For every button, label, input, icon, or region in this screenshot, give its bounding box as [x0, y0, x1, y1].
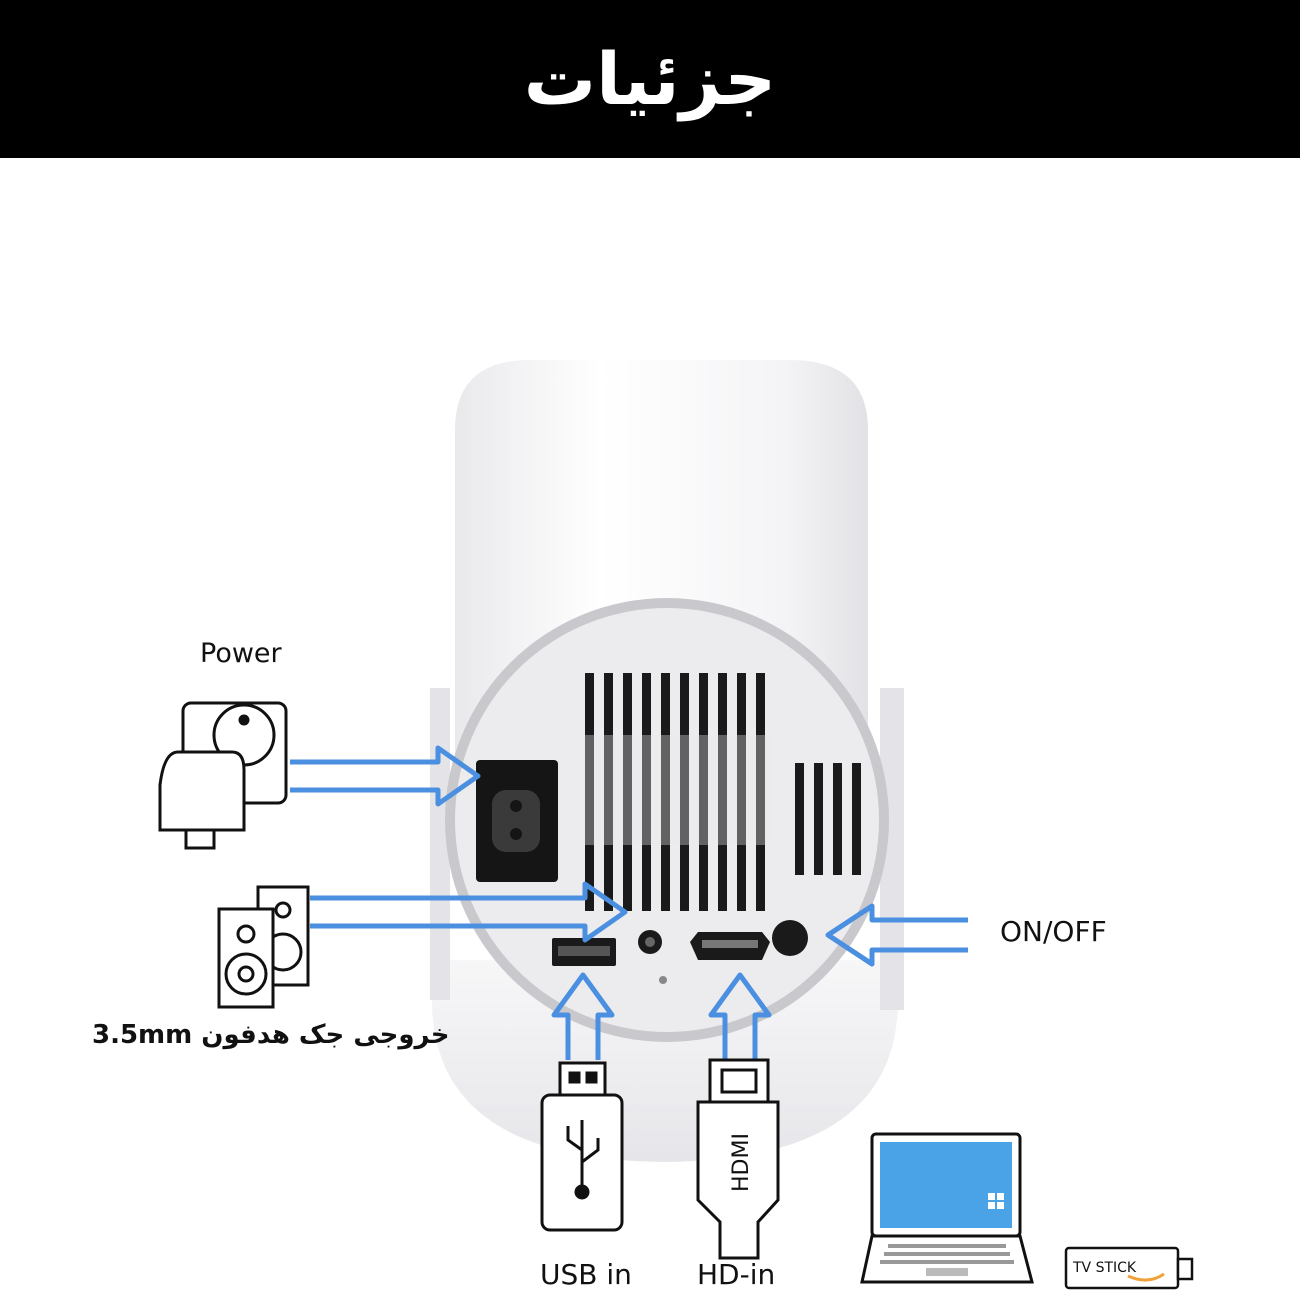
audio-arrow	[310, 881, 628, 943]
usb-in-label: USB in	[540, 1258, 632, 1291]
power-plug-icon	[158, 701, 288, 850]
page-title: جزئیات	[523, 37, 777, 121]
hdmi-arrow	[708, 972, 772, 1060]
power-socket	[476, 760, 558, 882]
usb-arrow	[551, 972, 615, 1060]
power-arrow	[290, 745, 481, 807]
headphone-jack-label: خروجی جک هدفون 3.5mm	[92, 1020, 450, 1050]
hdmi-cable-icon	[696, 1058, 780, 1260]
power-label: Power	[200, 638, 282, 669]
on-off-label: ON/OFF	[1000, 915, 1107, 948]
hd-in-label: HD-in	[697, 1258, 776, 1291]
header-bar: جزئیات	[0, 0, 1300, 158]
onoff-arrow	[825, 903, 968, 967]
speakers-icon	[217, 885, 310, 1009]
arrows	[290, 745, 968, 1060]
tv-stick-text: TV STICK	[1072, 1260, 1137, 1276]
vent-grille	[585, 673, 861, 911]
laptop-icon	[860, 1132, 1034, 1284]
tv-stick-icon	[1064, 1246, 1194, 1290]
port-row	[552, 920, 808, 984]
hdmi-cable-text: HDMI	[729, 1133, 754, 1192]
usb-cable-icon	[540, 1061, 624, 1232]
